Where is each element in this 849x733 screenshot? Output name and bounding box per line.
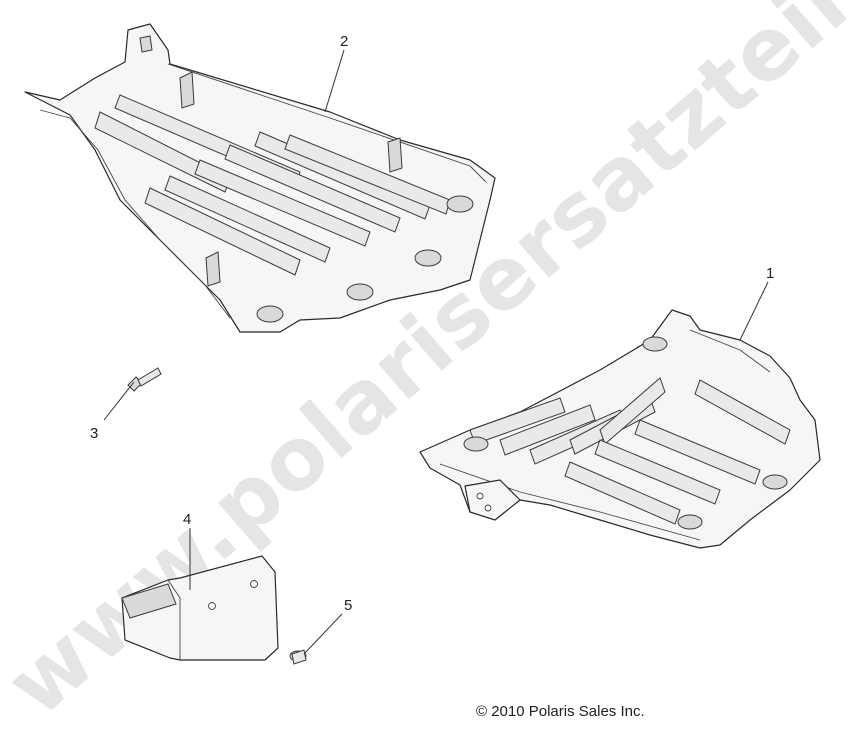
callout-1: 1 (766, 265, 774, 282)
part-3-bolt (127, 367, 162, 392)
part-1-skid-plate (419, 309, 821, 549)
callout-2: 2 (340, 33, 348, 50)
part-2-skid-plate (24, 23, 496, 333)
callout-4: 4 (183, 511, 191, 528)
callout-3: 3 (90, 425, 98, 442)
part-4-bracket (121, 555, 279, 661)
callout-5: 5 (344, 597, 352, 614)
copyright-notice: © 2010 Polaris Sales Inc. (476, 703, 645, 720)
part-5-screw (289, 649, 307, 665)
leader-lines (103, 49, 769, 655)
